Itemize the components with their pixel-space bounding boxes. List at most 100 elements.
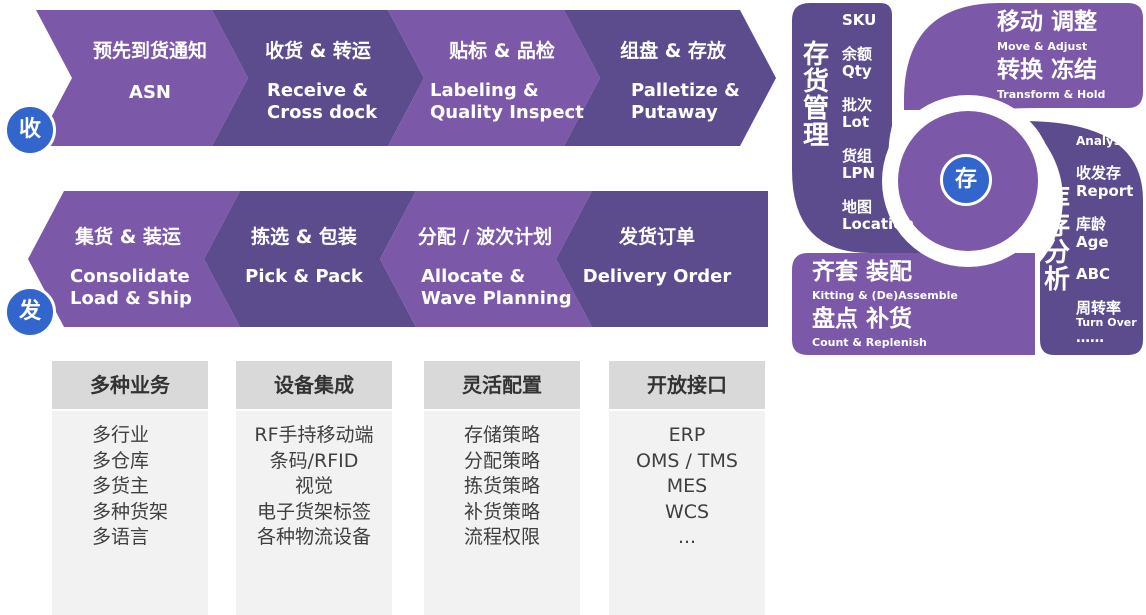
panel-business-item: 多种货架 xyxy=(92,500,169,523)
ship-step-3: 分配 / 波次计划 Allocate & Wave Planning xyxy=(400,226,572,310)
panel-business-item: 多仓库 xyxy=(92,449,150,472)
analysis-item-report-en: Report xyxy=(1076,182,1134,200)
panel-api-item: WCS xyxy=(664,500,710,523)
receive-step-1: 预先到货通知 ASN xyxy=(62,40,238,104)
panel-devices-title: 设备集成 xyxy=(236,361,392,409)
analysis-more: …… xyxy=(1076,330,1104,346)
receive-step-2-cn: 收货 & 转运 xyxy=(265,40,371,62)
ship-step-4-en: Delivery Order xyxy=(582,266,732,287)
ship-step-1-cn: 集货 & 装运 xyxy=(75,226,181,248)
receive-step-4-en-1: Palletize & xyxy=(631,80,740,101)
receive-step-4-en-2: Putaway xyxy=(631,102,718,123)
inventory-item-lpn-cn: 货组 xyxy=(842,147,873,165)
count-replenish-en: Count & Replenish xyxy=(812,336,927,349)
receive-step-3-en-1: Labeling & xyxy=(430,80,539,101)
kitting-en: Kitting & (De)Assemble xyxy=(812,289,958,302)
panel-devices-body: RF手持移动端 条码/RFID 视觉 电子货架标签 各种物流设备 xyxy=(236,411,392,615)
inventory-item-sku: SKU xyxy=(842,11,877,29)
ship-chevron-3 xyxy=(380,191,592,327)
inventory-item-lot-cn: 批次 xyxy=(842,96,873,114)
count-replenish-cn: 盘点 补货 xyxy=(812,306,913,332)
analysis-item-abc: ABC xyxy=(1076,265,1111,283)
inventory-item-location-en: Location xyxy=(842,215,915,233)
ship-step-1-en-1: Consolidate xyxy=(70,266,190,287)
panel-api-title: 开放接口 xyxy=(609,361,765,409)
panel-config-item: 存储策略 xyxy=(463,424,540,446)
ship-step-4-cn: 发货订单 xyxy=(618,226,695,248)
panel-config-item: 补货策略 xyxy=(463,500,540,523)
ship-step-2-cn: 拣选 & 包装 xyxy=(251,226,357,248)
receive-badge: 收 xyxy=(4,104,56,156)
receive-step-4-cn: 组盘 & 存放 xyxy=(620,40,726,62)
receive-step-1-en: ASN xyxy=(129,82,171,103)
panel-devices-item: 条码/RFID xyxy=(269,449,359,472)
analysis-item-turnover-cn: 周转率 xyxy=(1076,299,1122,317)
inventory-item-qty-cn: 余额 xyxy=(842,45,873,63)
analysis-item-report-cn: 收发存 xyxy=(1076,164,1122,182)
ship-badge: 发 xyxy=(4,286,56,338)
move-adjust-cn: 移动 调整 xyxy=(997,9,1098,35)
ship-step-4: 发货订单 Delivery Order xyxy=(576,226,738,288)
panel-business-item: 多语言 xyxy=(92,526,150,548)
panel-business-item: 多行业 xyxy=(92,424,150,446)
receive-chevron-1 xyxy=(36,10,248,146)
receive-chevron-4 xyxy=(564,10,776,146)
kitting-blade xyxy=(792,253,1035,355)
ship-step-3-en-1: Allocate & xyxy=(421,266,526,287)
ship-step-2-en: Pick & Pack xyxy=(245,266,363,287)
inventory-item-qty-en: Qty xyxy=(842,62,872,80)
storage-badge: 存 xyxy=(940,154,992,206)
inventory-item-location-cn: 地图 xyxy=(842,198,873,216)
receive-chevron-2 xyxy=(212,10,424,146)
ship-chevron-1 xyxy=(28,191,240,327)
receive-step-4: 组盘 & 存放 Palletize & Putaway xyxy=(590,40,756,124)
panel-devices-item: RF手持移动端 xyxy=(254,424,374,446)
panel-business-body: 多行业 多仓库 多货主 多种货架 多语言 xyxy=(52,411,208,615)
panel-api-item: ERP xyxy=(668,424,706,446)
inventory-mgmt-title: 存货管理 xyxy=(803,40,830,151)
receive-chevron-3 xyxy=(388,10,600,146)
receive-step-2-en-1: Receive & xyxy=(267,80,369,101)
process-diagram xyxy=(28,3,1143,355)
panel-business-item: 多货主 xyxy=(92,475,150,497)
analysis-blade xyxy=(1023,121,1143,355)
panel-devices-item: 电子货架标签 xyxy=(256,500,371,523)
ship-step-3-cn: 分配 / 波次计划 xyxy=(417,226,553,248)
analysis-item-turnover-en: Turn Over xyxy=(1076,316,1137,329)
inventory-mgmt-blade xyxy=(792,3,965,253)
panel-config-item: 分配策略 xyxy=(463,449,540,472)
panel-api-item: MES xyxy=(666,475,708,497)
ship-step-1: 集货 & 装运 Consolidate Load & Ship xyxy=(58,226,198,310)
analysis-item-age-en: Age xyxy=(1076,233,1109,251)
ship-step-1-en-2: Load & Ship xyxy=(70,288,192,309)
panel-devices-item: 视觉 xyxy=(294,475,333,497)
panel-business-title: 多种业务 xyxy=(52,361,208,409)
move-adjust-en: Move & Adjust xyxy=(997,40,1088,53)
ship-chevron-4 xyxy=(556,191,768,327)
ship-step-2: 拣选 & 包装 Pick & Pack xyxy=(224,226,384,288)
analysis-header: Analysis xyxy=(1076,134,1133,148)
receive-step-1-cn: 预先到货通知 xyxy=(92,40,207,62)
panel-api-body: ERP OMS / TMS MES WCS ... xyxy=(609,411,765,615)
panel-config-item: 拣货策略 xyxy=(463,475,540,497)
panel-config-item: 流程权限 xyxy=(463,526,540,548)
receive-step-3: 贴标 & 品检 Labeling & Quality Inspect xyxy=(414,40,590,124)
panel-config-body: 存储策略 分配策略 拣货策略 补货策略 流程权限 xyxy=(424,411,580,615)
kitting-cn: 齐套 装配 xyxy=(812,259,913,285)
inventory-item-lpn-en: LPN xyxy=(842,164,876,182)
panel-api-item: ... xyxy=(677,526,697,548)
move-adjust-blade xyxy=(904,3,1143,110)
ship-chevron-2 xyxy=(204,191,416,327)
receive-step-2-en-2: Cross dock xyxy=(267,102,378,123)
transform-hold-en: Transform & Hold xyxy=(997,88,1106,101)
receive-step-2: 收货 & 转运 Receive & Cross dock xyxy=(236,40,400,124)
ship-step-3-en-2: Wave Planning xyxy=(421,288,572,309)
receive-step-3-cn: 贴标 & 品检 xyxy=(449,40,555,62)
analysis-title: 库存分析 xyxy=(1044,184,1071,295)
panel-config-title: 灵活配置 xyxy=(424,361,580,409)
transform-hold-cn: 转换 冻结 xyxy=(997,57,1098,83)
panel-devices-item: 各种物流设备 xyxy=(256,526,371,548)
receive-step-3-en-2: Quality Inspect xyxy=(430,102,584,123)
analysis-item-age-cn: 库龄 xyxy=(1076,215,1107,233)
panel-api-item: OMS / TMS xyxy=(636,449,738,472)
